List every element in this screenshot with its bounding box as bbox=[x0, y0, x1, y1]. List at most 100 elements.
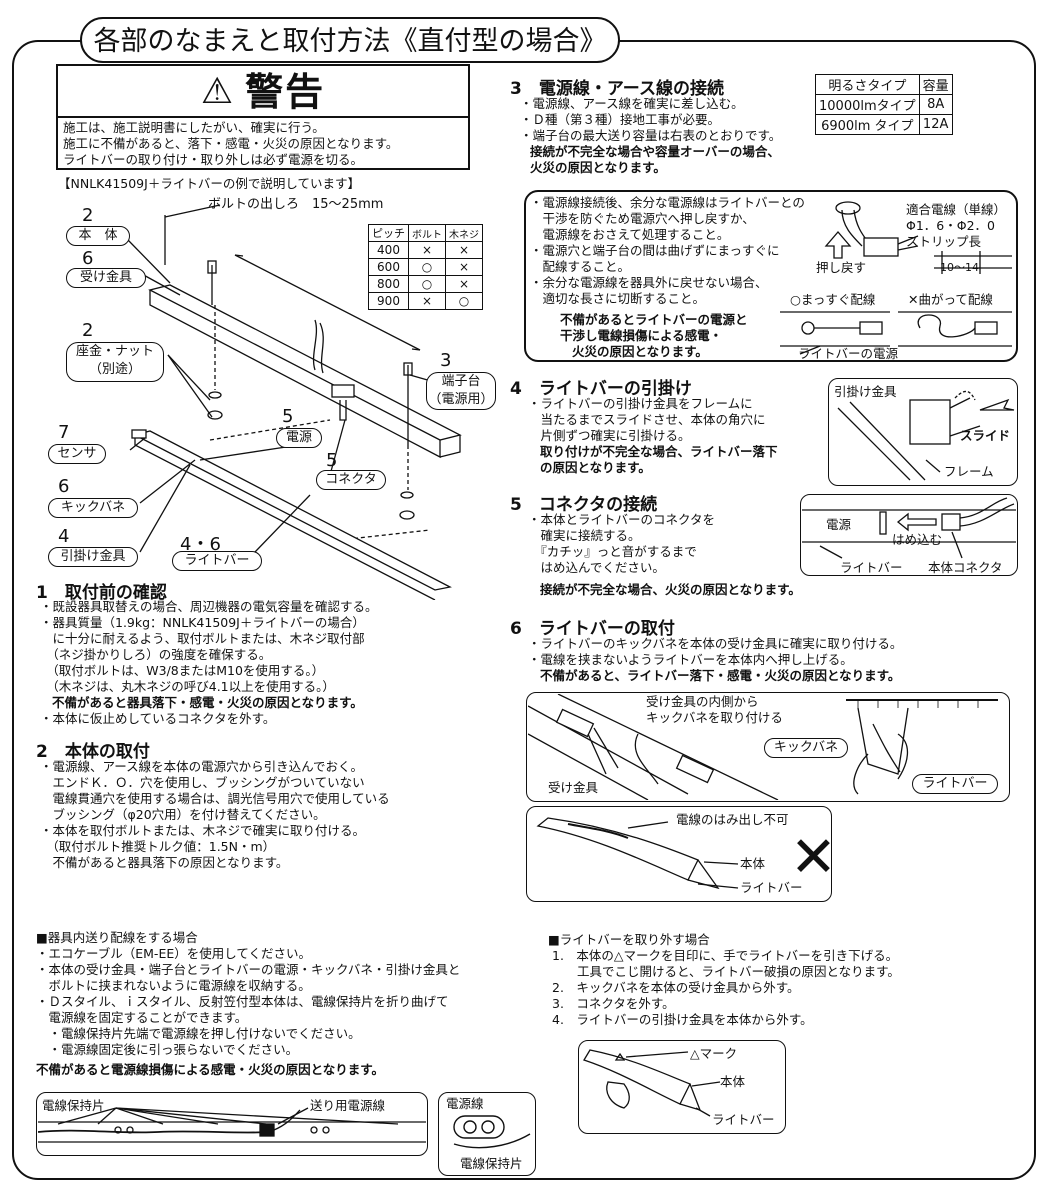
part-num: 2 bbox=[82, 205, 94, 226]
part-num: 6 bbox=[82, 248, 94, 269]
pitch-cell: ○ bbox=[445, 292, 483, 310]
connector-diagram bbox=[802, 497, 1016, 559]
inner-wiring-line: ・電線保持片先端で電源線を押し付けないでください。 bbox=[36, 1026, 361, 1041]
section5-heading: 5 コネクタの接続 bbox=[510, 495, 658, 515]
pitch-cell: × bbox=[408, 241, 446, 259]
box-line: ・余分な電源線を器具外に戻せない場合、 bbox=[530, 275, 768, 290]
cable-holder-label: 電線保持片 bbox=[460, 1156, 523, 1171]
pitch-header-1: ボルト bbox=[408, 224, 446, 242]
section2-line: ・電源線、アース線を本体の電源穴から引き込んでおく。 bbox=[40, 759, 364, 774]
insert-label: はめ込む bbox=[892, 532, 943, 547]
strip-label: ストリップ長 bbox=[906, 234, 982, 249]
removal-heading: ■ライトバーを取り外す場合 bbox=[548, 932, 710, 947]
connector-power-label: 電源 bbox=[826, 517, 852, 532]
ok-wiring-label: ○まっすぐ配線 bbox=[790, 292, 876, 307]
hook-label: 引掛け金具 bbox=[834, 384, 897, 399]
section6-line: ・ライトバーのキックバネを本体の受け金具に確実に取り付ける。 bbox=[528, 636, 903, 651]
removal-line: 工具でこじ開けると、ライトバー破損の原因となります。 bbox=[552, 964, 900, 979]
bolt-note: ボルトの出しろ 15〜25mm bbox=[208, 197, 384, 212]
warning-triangle-icon: ⚠ bbox=[200, 71, 236, 112]
hook-diagram-box bbox=[828, 378, 1018, 486]
inner-wiring-bold: 不備があると電源線損傷による感電・火災の原因となります。 bbox=[36, 1062, 385, 1077]
section2-line: エンドＫ．Ｏ．穴を使用し、ブッシングがついていない bbox=[40, 775, 365, 790]
capacity-header-0: 明るさタイプ bbox=[815, 74, 920, 95]
removal-line: 2. キックバネを本体の受け金具から外す。 bbox=[552, 980, 800, 995]
section1-last: ・本体に仮止めしているコネクタを外す。 bbox=[40, 711, 276, 726]
kickspring-diagram bbox=[528, 694, 998, 800]
feed-wire-label: 送り用電源線 bbox=[310, 1098, 386, 1113]
box-bold: 火災の原因となります。 bbox=[572, 344, 708, 359]
removal-line: 4. ライトバーの引掛け金具を本体から外す。 bbox=[552, 1012, 813, 1027]
wire-bar-label: ライトバー bbox=[740, 880, 803, 895]
capacity-cell: 6900lm タイプ bbox=[815, 114, 920, 135]
part-label-power: 電源 bbox=[276, 428, 322, 448]
section5-line: ・本体とライトバーのコネクタを bbox=[528, 512, 716, 527]
box-bold: 不備があるとライトバーの電源と bbox=[560, 312, 748, 327]
inner-wiring-line: ・Ｄスタイル、ｉスタイル、反射笠付型本体は、電線保持片を折り曲げて bbox=[36, 994, 449, 1009]
pitch-cell: ○ bbox=[408, 275, 446, 293]
cable-diagram-box bbox=[438, 1092, 536, 1176]
warning-text: 施工は、施工説明書にしたがい、確実に行う。 施工に不備があると、落下・感電・火災… bbox=[56, 118, 470, 170]
part-num: 4・6 bbox=[180, 534, 221, 555]
part-label-body: 本 体 bbox=[66, 226, 130, 246]
section1-line: （取付ボルトは、W3/8またはM10を使用する。） bbox=[40, 663, 325, 678]
part-num: 2 bbox=[82, 320, 94, 341]
section3-bold: 火災の原因となります。 bbox=[530, 160, 666, 175]
pitch-cell: 900 bbox=[368, 292, 409, 310]
exploded-diagram bbox=[127, 204, 462, 600]
wire-body-label: 本体 bbox=[740, 856, 766, 871]
cable-diagram bbox=[453, 1115, 531, 1149]
inner-wiring-line: ボルトに挟まれないように電源線を収納する。 bbox=[36, 978, 311, 993]
hook-diagram bbox=[837, 390, 1015, 481]
section2-line: 電線貫通穴を使用する場合は、調光信号用穴で使用している bbox=[40, 791, 390, 806]
section3-bold: 接続が不完全な場合や容量オーバーの場合、 bbox=[530, 144, 780, 159]
box-line: 干渉を防ぐため電源穴へ押し戻すか、 bbox=[530, 211, 755, 226]
bracket-label: 受け金具 bbox=[548, 780, 599, 795]
section5-line: 確実に接続する。 bbox=[528, 528, 641, 543]
box-line: ・電源穴と端子台の間は曲げずにまっすぐに bbox=[530, 243, 780, 258]
inner-wiring-line: ・本体の受け金具・端子台とライトバーの電源・キックバネ・引掛け金具と bbox=[36, 962, 461, 977]
section5-bold: 接続が不完全な場合、火災の原因となります。 bbox=[540, 582, 801, 597]
box-line: 適切な長さに切断すること。 bbox=[530, 291, 706, 306]
pitch-table-wrap: ピッチボルト木ネジ 400×× 600○× 800○× 900×○ bbox=[368, 224, 483, 310]
inner-wiring-heading: ■器具内送り配線をする場合 bbox=[36, 930, 198, 945]
section1-line: （木ネジは、丸木ネジの呼び4.1以上を使用する。） bbox=[40, 679, 335, 694]
capacity-header-1: 容量 bbox=[918, 74, 953, 95]
section2-line: （取付ボルト推奨トルク値：1.5N・m） bbox=[40, 839, 276, 854]
inside-label-1: 受け金具の内側から bbox=[646, 694, 759, 709]
terminal-label-1: 端子台 bbox=[441, 374, 481, 389]
part-num: 4 bbox=[58, 526, 70, 547]
part-label-lightbar: ライトバー bbox=[172, 551, 262, 571]
warning-line-1: 施工は、施工説明書にしたがい、確実に行う。 bbox=[63, 120, 325, 135]
holder-diagram bbox=[38, 1107, 426, 1143]
wire-out-label: 電線のはみ出し不可 bbox=[676, 812, 789, 827]
part-num: 6 bbox=[58, 476, 70, 497]
removal-line: 3. コネクタを外す。 bbox=[552, 996, 675, 1011]
warning-line-2: 施工に不備があると、落下・感電・火災の原因となります。 bbox=[63, 136, 399, 151]
warning-header: ⚠警告 bbox=[56, 64, 470, 118]
part-label-bracket: 受け金具 bbox=[66, 268, 146, 288]
pitch-header-0: ピッチ bbox=[368, 224, 409, 242]
section2-heading: 2 本体の取付 bbox=[36, 742, 150, 762]
pitch-cell: ○ bbox=[408, 258, 446, 276]
body-connector-label: 本体コネクタ bbox=[928, 560, 1003, 575]
warning-heading: 警告 bbox=[245, 70, 326, 114]
warning-line-3: ライトバーの取り付け・取り外しは必ず電源を切る。 bbox=[63, 152, 364, 167]
push-back-label: 押し戻す bbox=[816, 260, 867, 275]
holder-label: 電線保持片 bbox=[42, 1098, 105, 1113]
pitch-cell: × bbox=[408, 292, 446, 310]
section2-line: ・本体を取付ボルトまたは、木ネジで確実に取り付ける。 bbox=[40, 823, 366, 838]
part-label-kickspring: キックバネ bbox=[48, 498, 138, 518]
part-num: 7 bbox=[58, 422, 70, 443]
section5-line: 『カチッ』っと音がするまで bbox=[528, 544, 697, 559]
section1-line: （ネジ掛かりしろ）の強度を確保する。 bbox=[40, 647, 272, 662]
capacity-cell: 8A bbox=[918, 94, 953, 115]
section4-line: ・ライトバーの引掛け金具をフレームに bbox=[528, 396, 753, 411]
kickspring-label: キックバネ bbox=[764, 738, 848, 758]
section2-line: ブッシング（φ20穴用）を付け替えてください。 bbox=[40, 807, 326, 822]
kickspring-diagram-box bbox=[526, 692, 1010, 802]
example-note: 【NNLK41509J＋ライトバーの例で説明しています】 bbox=[58, 176, 360, 191]
section1-bold: 不備があると器具落下・感電・火災の原因となります。 bbox=[52, 695, 363, 710]
washer-label-1: 座金・ナット bbox=[75, 344, 154, 359]
